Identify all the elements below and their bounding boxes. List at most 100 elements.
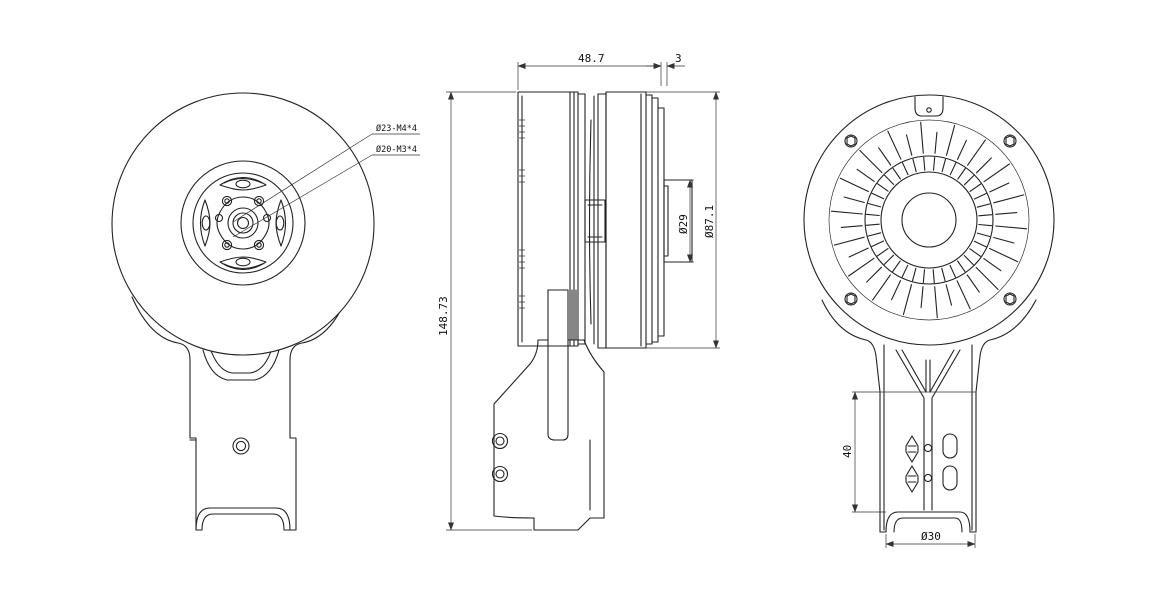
inner-vent-slot: [876, 248, 889, 257]
inner-vent-slot: [932, 269, 935, 284]
dim-body-length: 48.7: [578, 52, 605, 65]
inner-vent-slot: [871, 240, 885, 248]
inner-vent-slot: [883, 254, 895, 265]
inner-vent-slot: [957, 167, 966, 180]
dim-slot-height: 40: [841, 445, 854, 458]
inner-vent-slot: [941, 267, 946, 282]
side-bracket: [491, 289, 605, 531]
outer-vent-slot: [956, 139, 967, 160]
inner-vent-slot: [941, 158, 947, 173]
inner-vent-slot: [978, 223, 993, 227]
outer-vent-slot: [840, 225, 863, 228]
outer-vent-slot: [983, 163, 1010, 183]
outer-vent-slot: [891, 280, 902, 301]
callout-m4-bolts: Ø23-M4*4: [376, 123, 417, 134]
front-bracket: [131, 296, 348, 531]
inner-vent-slot: [901, 162, 909, 176]
outer-vent-slot: [975, 266, 999, 291]
outer-vent-slot: [848, 247, 869, 258]
dim-shaft-diameter: Ø29: [677, 214, 690, 234]
outer-vent-slot: [848, 257, 875, 277]
inner-vent-slot: [957, 260, 966, 273]
outer-vent-slot: [934, 286, 938, 319]
inner-vent-slot: [949, 264, 957, 278]
inner-vent-slot: [932, 156, 936, 171]
bracket-hole-icon: [232, 437, 250, 455]
outer-vent-slot: [945, 284, 953, 306]
inner-vent-slot: [963, 254, 974, 266]
shaft-icon: [236, 216, 250, 230]
side-hole-upper-icon: [491, 432, 509, 450]
outer-vent-slot: [995, 212, 1018, 215]
back-dimensions: 40 Ø30: [841, 391, 976, 548]
inner-vent-slot: [978, 214, 993, 217]
outer-vent-slot: [859, 149, 883, 174]
outer-vent-slot: [983, 258, 1002, 272]
slot-lower-icon: [942, 465, 958, 491]
inner-vent-slot: [973, 240, 987, 248]
outer-vent-slot: [866, 266, 883, 283]
outer-vent-slot: [905, 134, 913, 156]
inner-vent-slot: [865, 213, 880, 217]
callout-m3-bolts: Ø20-M3*4: [376, 144, 417, 155]
outer-vent-slot: [830, 210, 863, 215]
hub-ring: [180, 160, 306, 286]
inner-vent-slot: [892, 260, 901, 273]
inner-vent-slot: [912, 158, 917, 173]
inner-vent-slot: [867, 202, 882, 208]
back-screws: [844, 134, 1017, 306]
center-boss: [227, 207, 259, 239]
inner-vent-slot: [901, 264, 909, 278]
side-dimensions: 48.7 3 148.73 Ø29 Ø87.1: [437, 52, 720, 531]
dim-outer-diameter: Ø87.1: [703, 205, 716, 238]
outer-vent-slot: [878, 147, 892, 166]
outer-vent-slot: [902, 284, 913, 316]
inner-vent-slot: [923, 156, 926, 171]
inner-vent-slot: [865, 223, 880, 226]
inner-vent-slot: [876, 183, 889, 192]
slot-upper-icon: [942, 433, 958, 459]
outer-vent-slot: [934, 131, 938, 154]
inner-vent-slot: [867, 232, 882, 237]
outer-vent-slot: [995, 225, 1028, 230]
inner-vent-slot: [884, 174, 895, 186]
outer-vent-slot: [956, 280, 971, 310]
mount-pattern: [199, 176, 287, 271]
back-bracket: [821, 299, 1037, 533]
outer-vent-slot: [975, 157, 992, 174]
outer-vent-slot: [856, 168, 875, 182]
hex-nut-upper-icon: [905, 435, 919, 463]
outer-vent-slot: [993, 236, 1015, 244]
outer-vent-slot: [967, 139, 986, 166]
dim-total-height: 148.73: [437, 296, 450, 336]
inner-vent-slot: [871, 192, 885, 200]
back-disc: [803, 94, 1055, 346]
outer-vent-slot: [839, 177, 869, 193]
outer-vent-slot: [989, 182, 1010, 193]
vent-ring: [864, 155, 994, 285]
stator-body: [605, 91, 647, 349]
inner-vent-slot: [969, 183, 982, 192]
dim-flange: 3: [675, 52, 682, 65]
inner-vent-slot: [969, 248, 982, 257]
side-view: 48.7 3 148.73 Ø29 Ø87.1: [437, 52, 720, 531]
side-hole-lower-icon: [491, 465, 509, 483]
front-callouts: Ø23-M4*4 Ø20-M3*4: [232, 123, 420, 238]
dim-bracket-width: Ø30: [921, 530, 941, 543]
outer-vent-slot: [887, 130, 902, 160]
inner-vent-slot: [973, 192, 987, 200]
outer-vent-slot: [833, 236, 865, 246]
inner-vent-slot: [963, 175, 975, 186]
inner-vent-slot: [911, 267, 917, 282]
hex-nut-lower-icon: [905, 465, 919, 493]
motor-disc: [111, 92, 375, 356]
inner-vent-slot: [976, 203, 991, 208]
inner-vent-slot: [892, 167, 901, 180]
back-view: 40 Ø30: [803, 94, 1055, 548]
radial-vent-slots: [830, 121, 1028, 319]
outer-vent-slot: [966, 274, 980, 293]
inner-vent-slot: [976, 232, 991, 238]
inner-vent-slot: [949, 162, 957, 176]
inner-vent-slot: [922, 269, 926, 284]
